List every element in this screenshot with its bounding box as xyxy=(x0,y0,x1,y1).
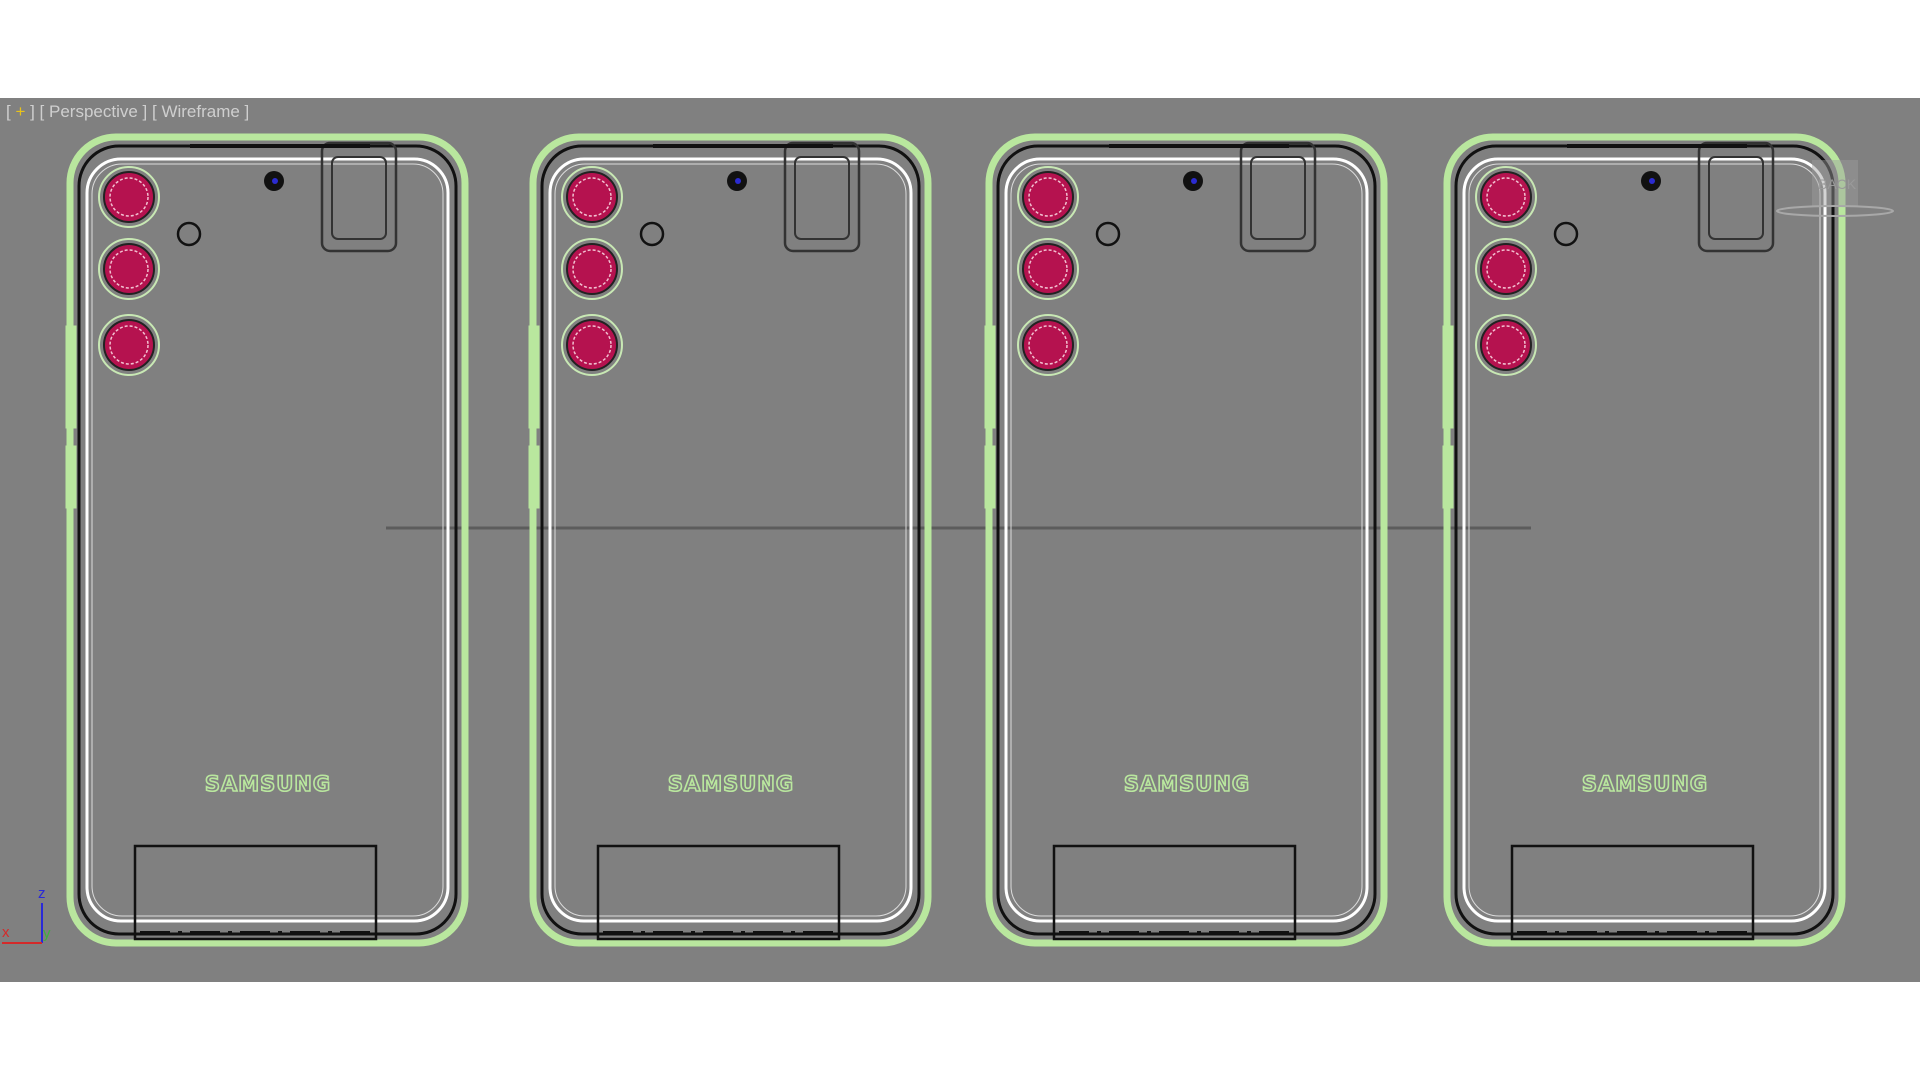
viewcube-face[interactable] xyxy=(1812,160,1858,206)
sim-tray-inner xyxy=(1708,156,1764,240)
power-button xyxy=(528,445,540,509)
bottom-port-box xyxy=(596,844,841,941)
camera-lens-ring xyxy=(98,238,160,300)
flash-icon xyxy=(1553,221,1579,247)
camera-lens-icon xyxy=(103,319,155,371)
brand-logo: SAMSUNG xyxy=(205,772,331,796)
camera-lens-icon xyxy=(1022,243,1074,295)
camera-lens-icon xyxy=(103,171,155,223)
flash-icon xyxy=(176,221,202,247)
camera-lens-ring xyxy=(1017,314,1079,376)
microphone-pivot xyxy=(272,178,278,184)
microphone-pivot xyxy=(1649,178,1655,184)
sim-tray-outline xyxy=(783,141,861,253)
phone-back-panel xyxy=(85,157,450,923)
sim-tray-inner xyxy=(794,156,850,240)
camera-lens-inner xyxy=(1028,249,1068,289)
camera-lens-icon xyxy=(566,319,618,371)
viewcube-face-label: BACK xyxy=(1818,176,1857,192)
camera-lens-icon xyxy=(103,243,155,295)
bottom-port-box xyxy=(133,844,378,941)
volume-button xyxy=(528,325,540,429)
viewport-label-rest[interactable]: ] [ Perspective ] [ Wireframe ] xyxy=(25,102,250,121)
bottom-port-box xyxy=(1052,844,1297,941)
camera-lens-ring xyxy=(1475,166,1537,228)
x-axis-label: x xyxy=(2,924,10,941)
brand-logo: SAMSUNG xyxy=(668,772,794,796)
camera-lens-ring xyxy=(1017,166,1079,228)
camera-lens-ring xyxy=(1475,238,1537,300)
sim-tray-outline xyxy=(1239,141,1317,253)
camera-lens-inner xyxy=(1028,325,1068,365)
brand-logo: SAMSUNG xyxy=(1582,772,1708,796)
camera-lens-ring xyxy=(98,166,160,228)
camera-lens-ring xyxy=(98,314,160,376)
camera-lens-icon xyxy=(566,171,618,223)
camera-lens-inner xyxy=(1486,249,1526,289)
power-button xyxy=(1442,445,1454,509)
brand-logo: SAMSUNG xyxy=(1124,772,1250,796)
camera-lens-icon xyxy=(1022,319,1074,371)
camera-lens-ring xyxy=(1475,314,1537,376)
y-axis-label: y xyxy=(43,925,51,942)
camera-lens-ring xyxy=(561,238,623,300)
camera-lens-inner xyxy=(1028,177,1068,217)
phone-model[interactable]: SAMSUNG xyxy=(1442,133,1846,947)
camera-lens-inner xyxy=(1486,177,1526,217)
3d-viewport[interactable]: [ + ] [ Perspective ] [ Wireframe ] xyxy=(0,98,1920,982)
camera-lens-icon xyxy=(1022,171,1074,223)
camera-lens-inner xyxy=(572,177,612,217)
phone-selection-outline xyxy=(1443,133,1846,947)
phone-model[interactable]: SAMSUNG xyxy=(65,133,469,947)
volume-button xyxy=(65,325,77,429)
camera-lens-ring xyxy=(1017,238,1079,300)
sim-tray-inner xyxy=(331,156,387,240)
microphone-pivot xyxy=(735,178,741,184)
bottom-port-box xyxy=(1510,844,1755,941)
camera-lens-inner xyxy=(572,325,612,365)
power-button xyxy=(65,445,77,509)
flash-icon xyxy=(1095,221,1121,247)
viewcube[interactable]: BACK xyxy=(1776,160,1894,217)
phone-back-inner xyxy=(1468,163,1821,917)
viewcube-compass-ring[interactable] xyxy=(1776,205,1894,217)
camera-lens-inner xyxy=(109,249,149,289)
phone-back-panel xyxy=(1004,157,1369,923)
sim-tray-outline xyxy=(320,141,398,253)
phone-back-inner xyxy=(554,163,907,917)
camera-lens-icon xyxy=(1480,319,1532,371)
camera-lens-ring xyxy=(561,314,623,376)
phone-selection-outline xyxy=(985,133,1388,947)
viewport-label-menu[interactable]: [ + ] [ Perspective ] [ Wireframe ] xyxy=(6,102,249,122)
phone-back-inner xyxy=(91,163,444,917)
camera-lens-icon xyxy=(1480,171,1532,223)
camera-lens-icon xyxy=(1480,243,1532,295)
sim-tray-outline xyxy=(1697,141,1775,253)
viewport-plus-menu[interactable]: + xyxy=(15,102,26,121)
viewport-label-open: [ xyxy=(6,102,16,121)
phone-selection-outline xyxy=(529,133,932,947)
volume-button xyxy=(984,325,996,429)
sim-tray-inner xyxy=(1250,156,1306,240)
camera-lens-inner xyxy=(1486,325,1526,365)
microphone-pivot xyxy=(1191,178,1197,184)
phone-model[interactable]: SAMSUNG xyxy=(528,133,932,947)
camera-lens-inner xyxy=(572,249,612,289)
volume-button xyxy=(1442,325,1454,429)
flash-icon xyxy=(639,221,665,247)
camera-lens-inner xyxy=(109,177,149,217)
phone-back-panel xyxy=(1462,157,1827,923)
axis-gizmo: z x y xyxy=(2,885,51,944)
z-axis-label: z xyxy=(38,885,46,902)
power-button xyxy=(984,445,996,509)
phone-selection-outline xyxy=(66,133,469,947)
phone-model[interactable]: SAMSUNG xyxy=(984,133,1388,947)
camera-lens-ring xyxy=(561,166,623,228)
phone-back-inner xyxy=(1010,163,1363,917)
phone-back-panel xyxy=(548,157,913,923)
camera-lens-icon xyxy=(566,243,618,295)
camera-lens-inner xyxy=(109,325,149,365)
